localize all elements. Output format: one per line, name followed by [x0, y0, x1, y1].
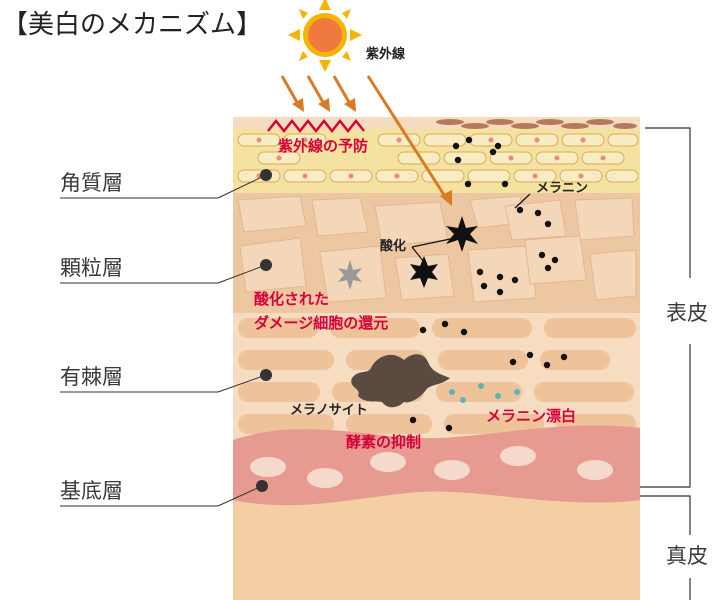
page-title: 【美白のメカニズム】 [2, 10, 262, 40]
uv-label: 紫外線 [366, 46, 406, 62]
reduction-label-line2: ダメージ細胞の還元 [254, 314, 388, 332]
bleached-melanin-dots [449, 383, 520, 403]
melanocyte-label: メラノサイト [290, 403, 368, 418]
oxidation-label: 酸化 [380, 238, 406, 254]
reduction-label-line1: 酸化された [254, 290, 329, 308]
layer-name: 顆粒層 [60, 256, 123, 280]
layer-label-spinous: 有棘層 [60, 365, 272, 393]
layer-label-granular: 顆粒層 [60, 256, 272, 284]
dermis-label: 真皮 [666, 544, 708, 568]
layer-label-basal: 基底層 [60, 479, 268, 507]
whitening-label: メラニン漂白 [486, 407, 576, 425]
region-bracket [640, 127, 691, 600]
layer-label-corneum: 角質層 [60, 169, 272, 199]
reduced-burst-icon [338, 260, 362, 290]
melanin-dots [409, 136, 568, 432]
layer-name: 基底層 [60, 479, 123, 503]
layer-name: 有棘層 [60, 365, 123, 389]
melanocyte-icon [351, 354, 450, 408]
uv-prevention-label: 紫外線の予防 [278, 137, 368, 155]
melanin-label: メラニン [536, 181, 588, 196]
layer-name: 角質層 [60, 171, 123, 195]
oxidation-leader-lines [411, 237, 456, 263]
uv-block-zigzag [267, 118, 365, 134]
oxidation-burst-icon [410, 216, 478, 288]
uv-ray-arrows [280, 75, 452, 206]
sun-icon [288, 0, 362, 72]
epidermis-label: 表皮 [666, 301, 708, 325]
enzyme-inhibition-label: 酵素の抑制 [346, 433, 421, 451]
